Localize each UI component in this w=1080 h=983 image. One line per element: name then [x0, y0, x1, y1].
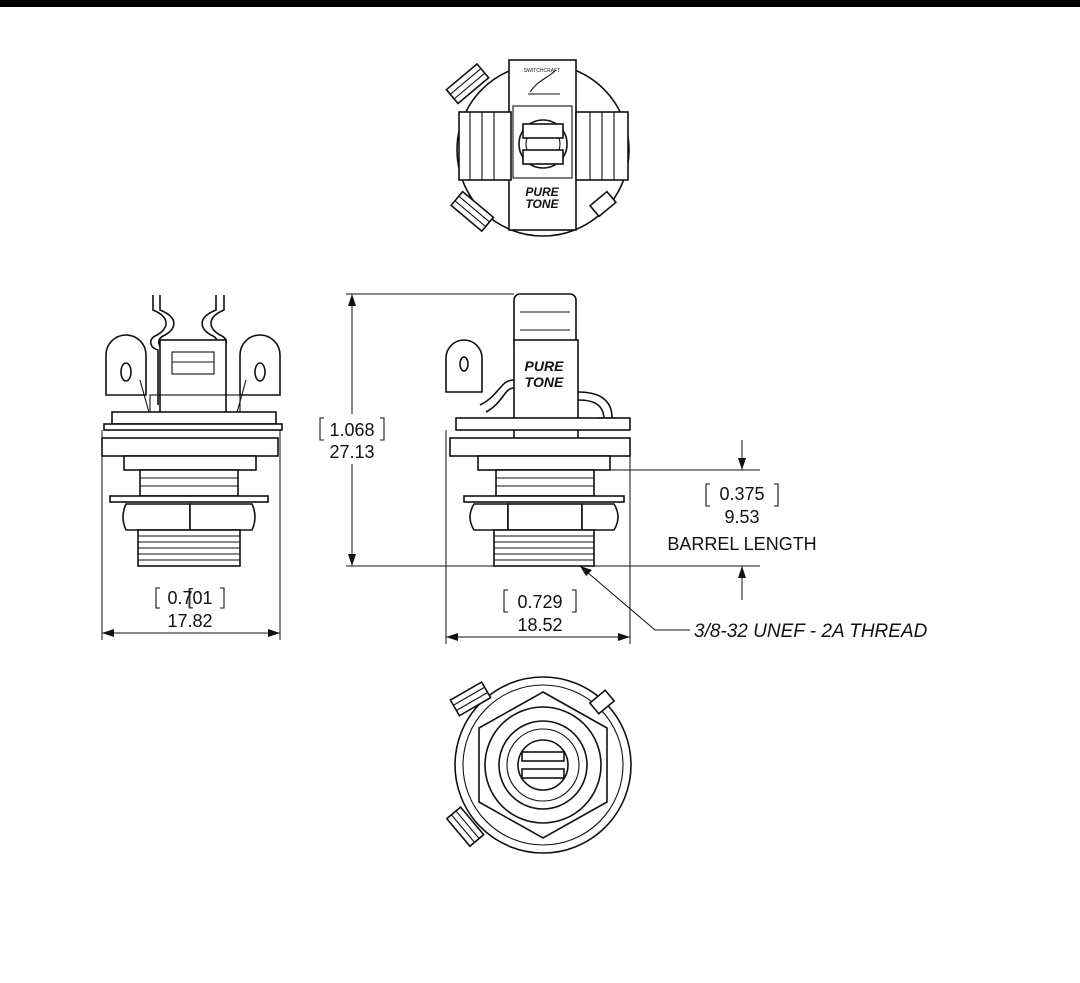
- barrel-label: BARREL LENGTH: [667, 534, 816, 554]
- barrel-mm: 9.53: [724, 507, 759, 527]
- side-view: [ 0.701 17.82: [101, 295, 283, 640]
- svg-text:[: [: [187, 584, 193, 609]
- barrel-inch: 0.375: [719, 484, 764, 504]
- front-logo-line1: PURE: [525, 358, 565, 374]
- thread-callout: 3/8-32 UNEF - 2A THREAD: [694, 621, 928, 642]
- front-width-inch: 0.729: [517, 592, 562, 612]
- top-bar: [0, 0, 1080, 7]
- front-logo-line2: TONE: [525, 374, 564, 390]
- height-inch: 1.068: [329, 420, 374, 440]
- side-width-inch: 0.701: [167, 588, 212, 608]
- bottom-view: [445, 676, 632, 854]
- height-mm: 27.13: [329, 442, 374, 462]
- top-view: SWITCHCRAFT PURE TONE: [445, 59, 630, 237]
- svg-text:SWITCHCRAFT: SWITCHCRAFT: [524, 68, 560, 74]
- top-logo-line1: PURE: [525, 185, 559, 199]
- top-logo-line2: TONE: [525, 197, 559, 211]
- front-view: PURE TONE 1.068: [318, 293, 928, 644]
- side-width-mm: 17.82: [167, 611, 212, 631]
- front-width-mm: 18.52: [517, 615, 562, 635]
